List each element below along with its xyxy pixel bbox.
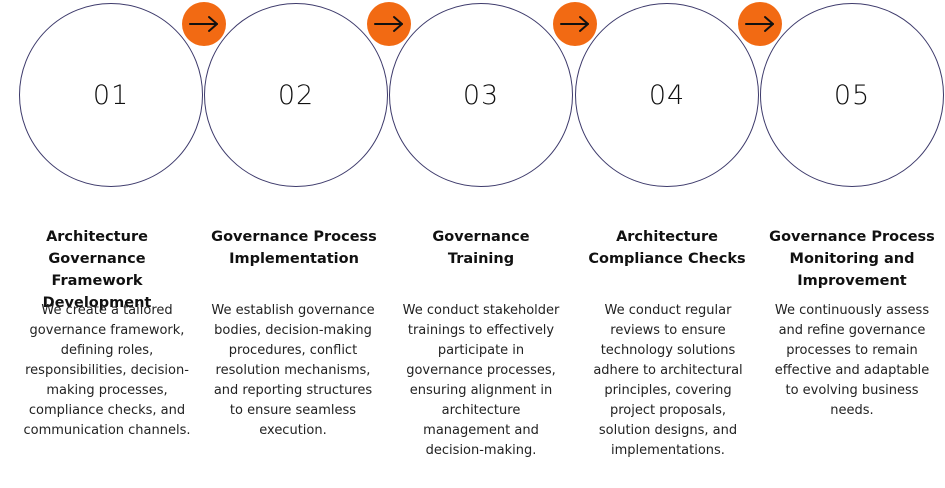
step-circle-5: 05 (760, 3, 944, 187)
step-description-2: We establish governance bodies, decision… (211, 303, 375, 438)
step-number: 02 (277, 79, 315, 111)
step-description-5: We continuously assess and refine govern… (774, 303, 930, 418)
step-title-5: Governance Process Monitoring and Improv… (769, 229, 935, 289)
arrow-connector-3 (553, 2, 597, 46)
step-circle-2: 02 (204, 3, 388, 187)
arrow-right-icon (560, 16, 589, 32)
arrow-connector-2 (367, 2, 411, 46)
step-number: 03 (462, 79, 500, 111)
step-title-2: Governance Process Implementation (211, 229, 377, 267)
step-circle-1: 01 (19, 3, 203, 187)
step-circle-3: 03 (389, 3, 573, 187)
step-description-3: We conduct stakeholder trainings to effe… (402, 303, 560, 458)
step-circle-4: 04 (575, 3, 759, 187)
step-number: 01 (92, 79, 130, 111)
arrow-right-icon (745, 16, 774, 32)
arrow-connector-4 (738, 2, 782, 46)
step-description-4: We conduct regular reviews to ensure tec… (593, 303, 743, 458)
arrow-right-icon (189, 16, 218, 32)
step-description-1: We create a tailored governance framewor… (23, 303, 191, 438)
arrow-right-icon (374, 16, 403, 32)
step-number: 05 (833, 79, 871, 111)
step-title-1: Architecture Governance Framework Develo… (42, 229, 152, 311)
step-title-4: Architecture Compliance Checks (588, 229, 746, 267)
step-title-3: Governance Training (432, 229, 530, 267)
arrow-connector-1 (182, 2, 226, 46)
step-number: 04 (648, 79, 686, 111)
